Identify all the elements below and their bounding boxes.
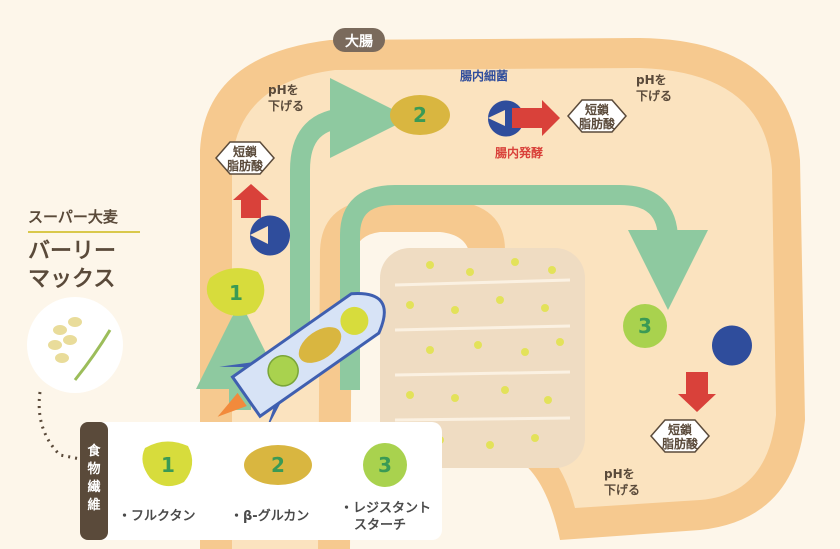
green-arrow-right xyxy=(340,185,708,390)
top-scfa-hex: 短鎖 脂肪酸 xyxy=(567,99,627,133)
top-ph-label: pHを 下げる xyxy=(636,73,672,103)
green-arrow-main xyxy=(290,78,410,380)
legend-resistant-starch-label-line2: スターチ xyxy=(354,518,406,533)
scfa-label-line2: 脂肪酸 xyxy=(578,116,616,131)
legend-side-char-3: 繊 xyxy=(87,479,100,495)
brand-title-line1: バーリー xyxy=(28,239,116,264)
content-dots xyxy=(406,258,564,449)
legend-fructan-label: ・フルクタン xyxy=(118,509,195,524)
brand-subtitle: スーパー大麦 xyxy=(28,208,119,226)
right-ph-label: pHを 下げる xyxy=(604,467,640,497)
gut-bacteria-label: 腸内細菌 xyxy=(460,68,508,83)
legend-beta-glucan-number: 2 xyxy=(271,453,285,477)
legend-beta-glucan-label: ・β-グルカン xyxy=(230,508,309,524)
left-ph-label: pHを 下げる xyxy=(268,83,304,113)
ph-label-line1: pHを xyxy=(604,467,635,481)
large-intestine-tag xyxy=(333,28,385,52)
scfa-label-line1: 短鎖 xyxy=(585,102,610,117)
ph-label-line2: 下げる xyxy=(268,98,304,113)
barley-grains-icon xyxy=(48,317,82,363)
legend-side-char-4: 維 xyxy=(87,497,100,513)
brand-title-line2: マックス xyxy=(28,267,115,292)
ph-label-line1: pHを xyxy=(268,83,299,97)
scfa-label-line2: 脂肪酸 xyxy=(661,436,699,451)
right-scfa-hex: 短鎖 脂肪酸 xyxy=(650,419,710,453)
top-fiber-beta-glucan: 2 xyxy=(390,95,450,135)
right-fiber-resistant-starch: 3 xyxy=(623,304,667,348)
ph-label-line2: 下げる xyxy=(636,88,672,103)
fiber-number-2: 2 xyxy=(413,103,427,127)
intestine-content xyxy=(380,248,585,468)
fiber-number-3: 3 xyxy=(638,314,652,338)
dotted-connector xyxy=(37,391,86,462)
wheat-icon xyxy=(73,329,112,381)
gut-fermentation-label: 腸内発酵 xyxy=(495,145,543,160)
right-bacteria xyxy=(692,325,752,366)
legend-side-char-1: 食 xyxy=(87,443,101,459)
legend-resistant-starch-number: 3 xyxy=(378,453,392,477)
ph-label-line1: pHを xyxy=(636,73,667,87)
legend-side-strip xyxy=(80,422,108,540)
content-texture xyxy=(394,278,571,422)
legend-item-fructan: 1 ・フルクタン xyxy=(118,441,195,524)
left-scfa-hex: 短鎖 脂肪酸 xyxy=(215,141,275,175)
top-red-arrow xyxy=(512,100,560,136)
barley-badge xyxy=(27,297,123,393)
legend-fructan-number: 1 xyxy=(161,453,175,477)
legend-side-char-2: 物 xyxy=(87,461,100,477)
scfa-label-line1: 短鎖 xyxy=(233,144,258,159)
large-intestine-label: 大腸 xyxy=(345,33,373,50)
rocket-flame xyxy=(217,392,247,417)
right-red-arrow xyxy=(678,372,716,412)
left-red-arrow xyxy=(233,184,269,218)
fiber-number-1: 1 xyxy=(229,281,243,305)
scfa-label-line2: 脂肪酸 xyxy=(226,158,264,173)
left-fiber-fructan: 1 xyxy=(206,268,265,316)
left-bacteria xyxy=(250,215,290,256)
scfa-label-line1: 短鎖 xyxy=(668,422,693,437)
legend-item-beta-glucan: 2 ・β-グルカン xyxy=(230,445,312,524)
legend-item-resistant-starch: 3 ・レジスタント スターチ xyxy=(340,443,431,533)
legend-resistant-starch-label-line1: ・レジスタント xyxy=(340,501,431,516)
ph-label-line2: 下げる xyxy=(604,482,640,497)
